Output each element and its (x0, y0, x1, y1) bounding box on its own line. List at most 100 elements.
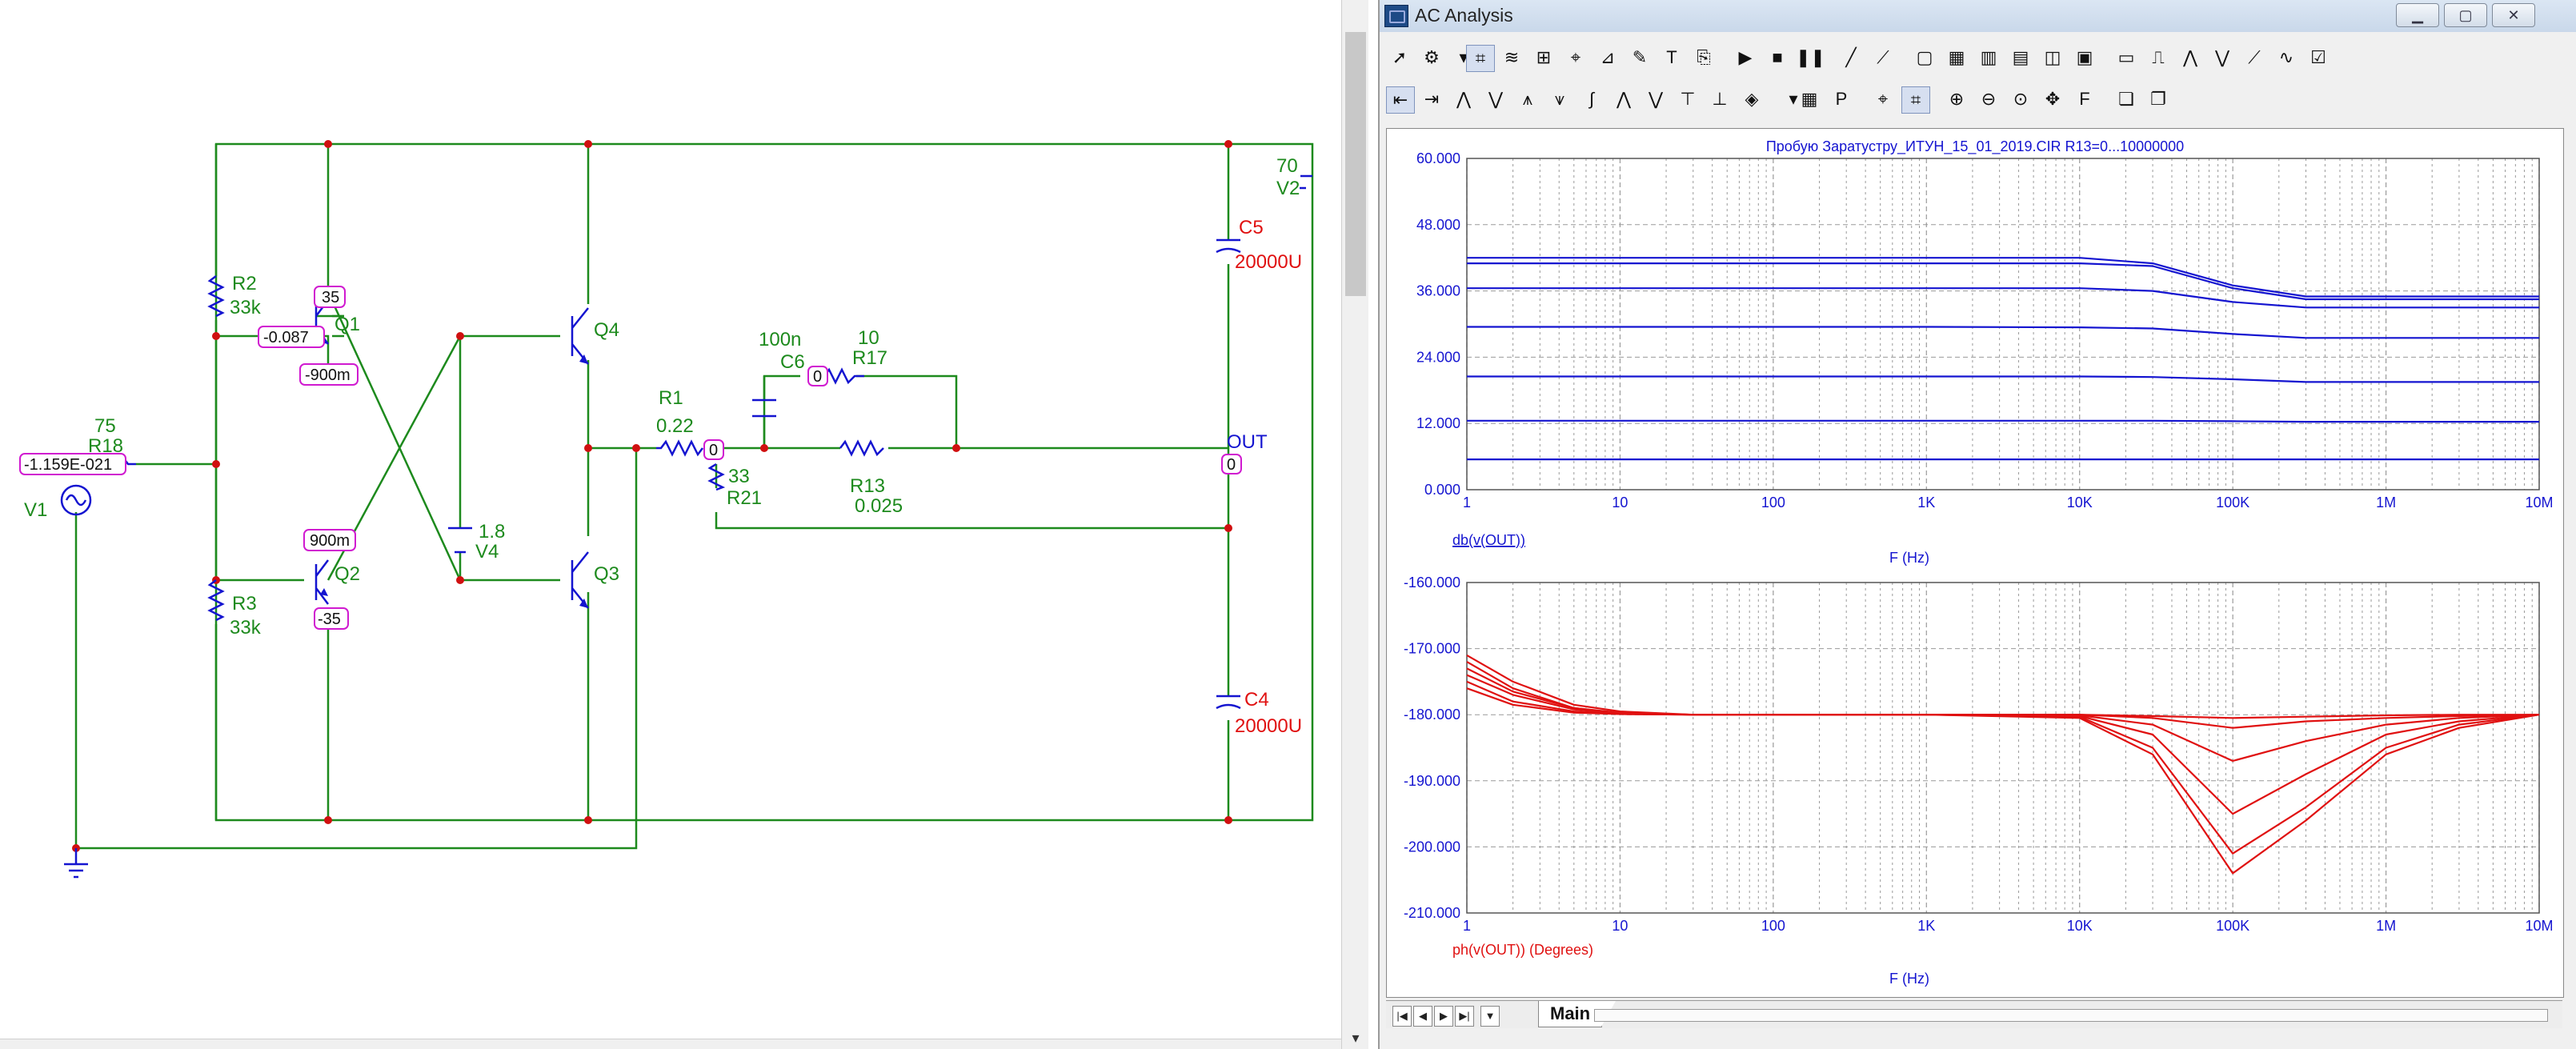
table-icon[interactable]: ▦ (1801, 89, 1818, 109)
x-tick-label: 10 (1612, 494, 1628, 510)
pan-icon[interactable]: ✥ (2045, 89, 2061, 109)
high-cursor-icon[interactable]: ⩚ (1522, 89, 1533, 109)
tab-scroll-icon[interactable]: ▼ (1480, 1006, 1500, 1027)
tab-main[interactable]: Main (1538, 1001, 1617, 1027)
plot-horizontal-scrollbar[interactable] (1594, 1009, 2548, 1022)
grid-split-icon[interactable]: ◫ (2044, 47, 2061, 67)
next-tab-icon[interactable]: ▶ (1434, 1006, 1453, 1027)
y-tick-label: 36.000 (1416, 283, 1460, 299)
global-low-icon[interactable]: ⋁ (1648, 89, 1664, 109)
x-tick-label: 100 (1761, 918, 1785, 934)
x-tick-label: 100K (2216, 918, 2249, 934)
valley-cursor-icon[interactable]: ⋁ (1488, 89, 1504, 109)
scroll-down-arrow-icon[interactable]: ▾ (1352, 1030, 1360, 1046)
q2-label: Q2 (335, 563, 360, 585)
line-tool-icon[interactable]: ╱ (1845, 47, 1857, 67)
global-high-icon[interactable]: ⋀ (1616, 89, 1632, 109)
x-tick-label: 10M (2525, 494, 2553, 510)
select-pointer-icon[interactable]: ➚ (1392, 47, 1408, 67)
stacked-plot-icon[interactable]: ≋ (1504, 47, 1520, 67)
phase-grid (1466, 582, 2540, 914)
zoom-region-icon[interactable]: ⊙ (2013, 89, 2029, 109)
cursor-icon[interactable]: ⌖ (1570, 47, 1581, 67)
point-line-icon[interactable]: ⟋ (1877, 47, 1889, 67)
ground-symbol (64, 863, 88, 879)
copy-image-icon[interactable]: ⎘ (1697, 47, 1711, 67)
c4-value: 20000U (1235, 715, 1302, 737)
zoom-out-icon[interactable]: ⊖ (1981, 89, 1997, 109)
font-icon[interactable]: F (2079, 89, 2090, 109)
grid-fine-icon[interactable]: ▥ (1980, 47, 1997, 67)
right-cursor-icon[interactable]: ⇥ (1424, 89, 1440, 109)
last-tab-icon[interactable]: ▶| (1455, 1006, 1474, 1027)
capacitor-c5 (1216, 238, 1241, 254)
dropdown-arrow-icon[interactable]: ▾ (1789, 89, 1798, 109)
performance-icon[interactable]: P (1835, 89, 1848, 109)
scale-icon[interactable]: ⊞ (1536, 47, 1552, 67)
curve-icon[interactable]: ∿ (2278, 47, 2294, 67)
schematic-panel[interactable]: R2 33k R3 33k 75 R18 Q1 Q2 Q3 Q4 V1 70 V… (0, 0, 1368, 1049)
peak-icon[interactable]: ⋀ (2182, 47, 2198, 67)
curve-series-6 (1467, 419, 2539, 423)
unstack-icon[interactable]: ❐ (2150, 89, 2166, 109)
schematic-canvas[interactable]: R2 33k R3 33k 75 R18 Q1 Q2 Q3 Q4 V1 70 V… (0, 0, 1341, 1039)
grid-split2-icon[interactable]: ▣ (2076, 47, 2093, 67)
r2-name: R2 (232, 273, 257, 294)
transistor-q3 (571, 551, 589, 609)
close-button[interactable]: ✕ (2492, 3, 2535, 27)
phase-y-ticks: -160.000-170.000-180.000-190.000-200.000… (1404, 575, 1460, 921)
q4-label: Q4 (594, 319, 619, 341)
grid-dot-icon[interactable]: ▤ (2012, 47, 2029, 67)
tracker-on-icon[interactable]: ⌖ (1877, 89, 1889, 109)
schematic-vertical-scrollbar[interactable]: ▾ (1341, 0, 1368, 1049)
tracker-off-icon[interactable]: ⌗ (1901, 86, 1930, 114)
plot-properties-icon[interactable]: ⌗ (1466, 45, 1495, 72)
prev-tab-icon[interactable]: ◀ (1413, 1006, 1432, 1027)
curve-series-2 (1467, 262, 2539, 301)
phase-x-label: F (Hz) (1889, 971, 1929, 987)
capacitor-c6 (752, 398, 776, 418)
label-icon[interactable]: ✎ (1632, 47, 1648, 67)
schematic-horizontal-scrollbar[interactable] (0, 1039, 1341, 1049)
stack-icon[interactable]: ❏ (2118, 89, 2134, 109)
pause-icon[interactable]: ❚❚ (1796, 47, 1825, 67)
valley-icon[interactable]: ⋁ (2214, 47, 2230, 67)
x-tick-label: 100 (1761, 494, 1785, 510)
c5-name: C5 (1239, 217, 1264, 238)
ac-plot-canvas[interactable]: Пробую Заратустру_ИТУН_15_01_2019.CIR R1… (1387, 129, 2563, 997)
slope-icon[interactable]: ⟋ (2248, 47, 2261, 67)
low-cursor-icon[interactable]: ⩛ (1554, 89, 1565, 109)
run-icon[interactable]: ▶ (1738, 47, 1753, 67)
grid-icon[interactable]: ▦ (1948, 47, 1965, 67)
y-tick-label: 24.000 (1416, 349, 1460, 365)
v4-value: 1.8 (479, 521, 505, 543)
plot-area-icon[interactable]: ▭ (2117, 47, 2135, 67)
maximize-button[interactable]: ▢ (2444, 3, 2487, 27)
plot-frame (1466, 582, 2540, 914)
x-tick-label: 1M (2376, 494, 2396, 510)
top-cursor-icon[interactable]: ⊤ (1680, 89, 1696, 109)
multi-tool-icon[interactable]: ⚙ (1424, 47, 1440, 67)
properties-icon[interactable]: ☑ (2310, 47, 2326, 67)
step-icon[interactable]: ⎍ (2152, 47, 2165, 67)
transistor-q4 (571, 307, 589, 365)
inflection-cursor-icon[interactable]: ∫ (1588, 89, 1595, 109)
frame-icon[interactable]: ▢ (1916, 47, 1933, 67)
phase-y-label: ph(v(OUT)) (Degrees) (1452, 942, 1593, 958)
peak-cursor-icon[interactable]: ⋀ (1456, 89, 1472, 109)
text-tool-icon[interactable]: T (1666, 47, 1677, 67)
tag-icon[interactable]: ⊿ (1600, 47, 1616, 67)
shape-icon[interactable]: ◈ (1745, 89, 1759, 109)
zoom-in-icon[interactable]: ⊕ (1949, 89, 1965, 109)
dropdown-arrow-icon[interactable]: ▾ (1459, 47, 1468, 67)
bottom-cursor-icon[interactable]: ⊥ (1712, 89, 1728, 109)
plot-area[interactable]: Пробую Заратустру_ИТУН_15_01_2019.CIR R1… (1386, 128, 2564, 998)
title-bar[interactable]: AC Analysis ▁ ▢ ✕ (1380, 0, 2576, 32)
stop-icon[interactable]: ■ (1772, 47, 1783, 67)
scrollbar-thumb[interactable] (1345, 32, 1366, 296)
y-tick-label: -180.000 (1404, 707, 1460, 723)
left-cursor-icon[interactable]: ⇤ (1386, 86, 1415, 114)
ac-analysis-window[interactable]: AC Analysis ▁ ▢ ✕ ➚⚙▾⌗≋⊞⌖⊿✎T⎘▶■❚❚╱⟋▢▦▥▤◫… (1378, 0, 2576, 1049)
first-tab-icon[interactable]: |◀ (1392, 1006, 1412, 1027)
minimize-button[interactable]: ▁ (2396, 3, 2439, 27)
